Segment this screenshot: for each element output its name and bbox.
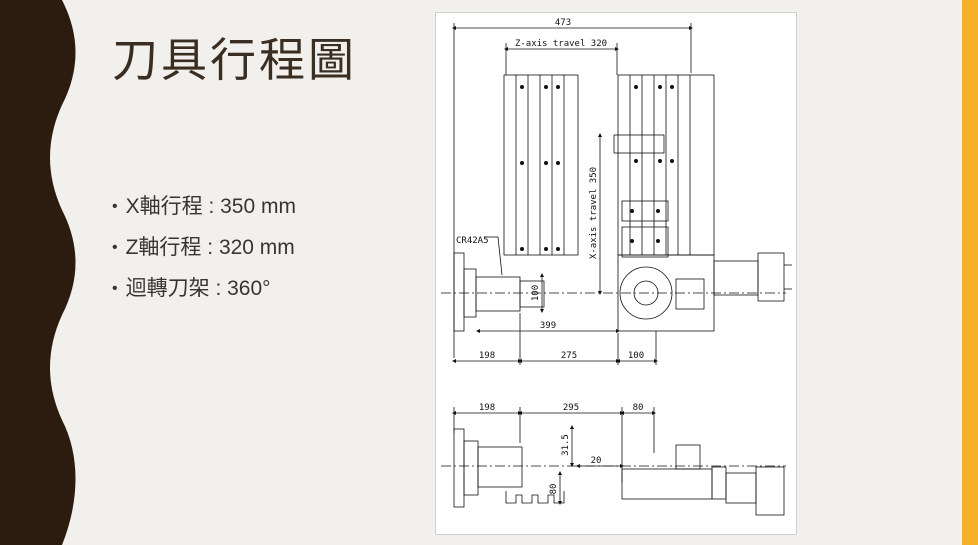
bullet-list: • X軸行程 : 350 mm • Z軸行程 : 320 mm • 迴轉刀架 : 36… [112,186,296,309]
drawing-canvas: 473 Z-axis travel 320 X-axis travel 350 … [441,18,792,516]
bullet-item: • 迴轉刀架 : 360° [112,268,296,309]
bullet-dot-icon: • [112,197,118,215]
bullet-item: • Z軸行程 : 320 mm [112,227,296,268]
dim-a: 198 [479,351,495,361]
bullet-label: Z軸行程 : 320 mm [125,235,295,259]
dim-diameter: 100 [531,285,541,301]
technical-drawing: 473 Z-axis travel 320 X-axis travel 350 … [435,12,797,535]
dim-lower-offset: 20 [591,456,602,466]
dim-lower-b: 295 [563,403,579,413]
dim-lower-height: 31.5 [561,434,571,456]
dim-lower-a: 198 [479,403,495,413]
bullet-item: • X軸行程 : 350 mm [112,186,296,227]
wavy-side-bar [0,0,76,545]
dim-overall-width: 473 [555,18,571,28]
dim-tool-holder: CR42A5 [456,236,489,246]
slide-title: 刀具行程圖 [112,33,357,87]
bullet-label: X軸行程 : 350 mm [125,194,296,218]
dim-lower-c: 80 [633,403,644,413]
bullet-dot-icon: • [112,238,118,256]
dim-lower-depth: 80 [549,484,559,495]
bullet-dot-icon: • [112,279,118,297]
dim-x-travel: X-axis travel 350 [589,167,599,259]
dim-z-travel: Z-axis travel 320 [515,39,607,49]
dim-offset: 399 [540,321,556,331]
accent-bar [962,0,978,545]
bullet-label: 迴轉刀架 : 360° [125,276,271,300]
dim-c: 100 [628,351,644,361]
dim-b: 275 [561,351,577,361]
